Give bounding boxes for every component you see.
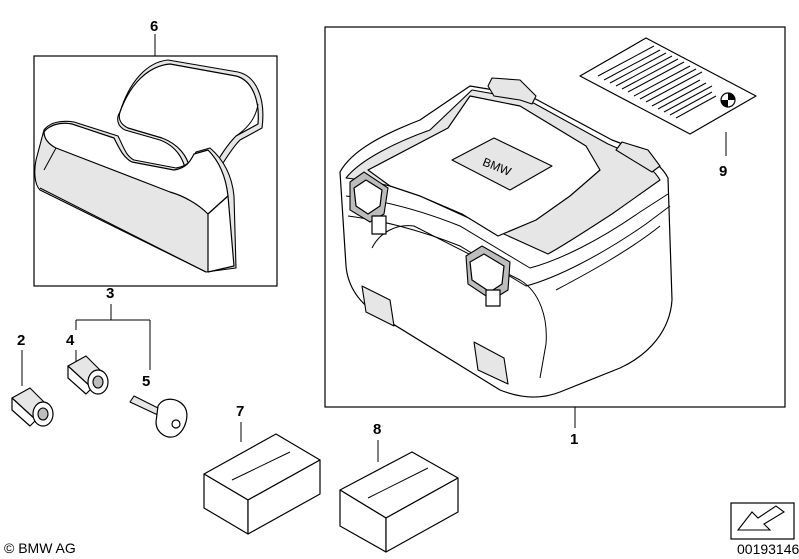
mount-foot-right bbox=[473, 341, 509, 385]
copyright: © BMW AG bbox=[4, 540, 76, 556]
instruction-leaflet: 9 bbox=[579, 37, 757, 180]
key bbox=[129, 395, 188, 438]
callout-7: 7 bbox=[236, 403, 244, 420]
lock-cylinder-single bbox=[11, 387, 54, 427]
backrest-pad-group: 6 bbox=[33, 18, 278, 287]
backrest-pad-upper bbox=[117, 59, 264, 179]
mount-foot-left bbox=[361, 285, 395, 327]
backrest-pad-lower bbox=[34, 120, 237, 273]
brand-label-plate bbox=[451, 137, 553, 191]
arrow-badge-frame bbox=[730, 502, 795, 540]
latch-right bbox=[465, 245, 511, 307]
top-case: BMW bbox=[339, 77, 673, 398]
callout-8: 8 bbox=[373, 421, 381, 438]
top-case-group: 1 BMW bbox=[324, 26, 786, 448]
top-case-frame bbox=[324, 26, 786, 408]
image-number-badge: 00193146 bbox=[730, 502, 799, 557]
arrow-icon bbox=[736, 505, 785, 531]
lock-cylinder-pair bbox=[67, 355, 109, 395]
latch-left bbox=[349, 171, 389, 235]
carton-8: 8 bbox=[339, 421, 459, 553]
callout-2: 2 bbox=[17, 332, 25, 349]
callout-3: 3 bbox=[106, 285, 114, 302]
carton-7: 7 bbox=[203, 403, 321, 535]
lock-set-group: 3 2 4 5 bbox=[11, 285, 188, 438]
callout-1: 1 bbox=[570, 431, 578, 448]
image-number: 00193146 bbox=[737, 541, 799, 557]
case-handle bbox=[487, 77, 537, 105]
callout-9: 9 bbox=[719, 163, 727, 180]
callout-4: 4 bbox=[66, 332, 75, 349]
callout-5: 5 bbox=[142, 373, 150, 390]
callout-6: 6 bbox=[150, 18, 158, 35]
